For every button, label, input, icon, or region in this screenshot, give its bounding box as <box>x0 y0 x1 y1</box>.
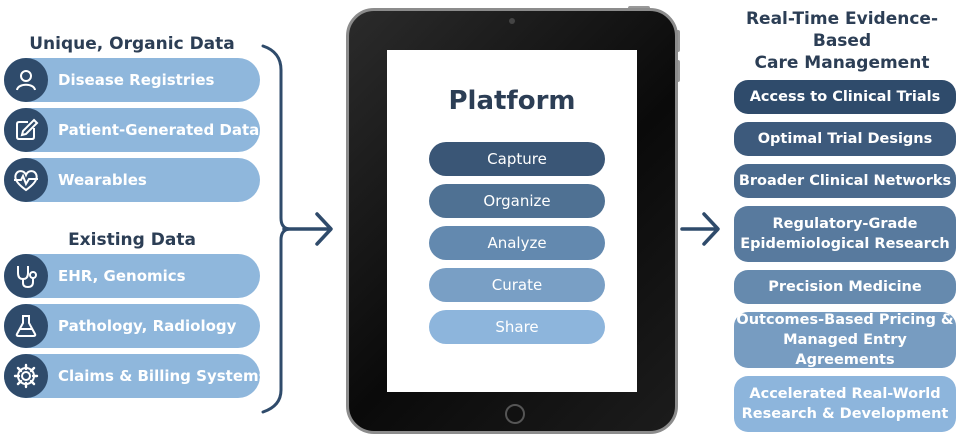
outcome-label: Optimal Trial Designs <box>757 131 933 147</box>
wearables-label: Wearables <box>58 171 147 189</box>
right-title-line1: Real-Time Evidence-Based <box>745 9 939 51</box>
tablet-side-button <box>676 60 680 82</box>
tablet-side-button <box>676 30 680 52</box>
outcome-label-line1: Outcomes-Based Pricing & <box>736 312 954 328</box>
outcome-label-line1: Regulatory-Grade <box>772 216 918 232</box>
outcome-label-line2: Research & Development <box>741 406 949 422</box>
claims-billing-item: Claims & Billing Systems <box>4 354 268 398</box>
stethoscope-icon <box>4 254 48 298</box>
patient-generated-data-label: Patient-Generated Data <box>58 121 260 139</box>
disease-registries-item: Disease Registries <box>4 58 260 102</box>
ehr-genomics-label: EHR, Genomics <box>58 267 186 285</box>
outcome-optimal-trial-designs: Optimal Trial Designs <box>734 122 956 156</box>
heart-pulse-icon <box>4 158 48 202</box>
step-capture: Capture <box>429 142 605 176</box>
outcome-access-clinical-trials: Access to Clinical Trials <box>734 80 956 114</box>
right-column-title: Real-Time Evidence-Based Care Management <box>722 8 960 74</box>
left-arrow <box>282 212 333 246</box>
step-share: Share <box>429 310 605 344</box>
tablet-home-button <box>505 404 525 424</box>
existing-data-title: Existing Data <box>68 230 196 250</box>
platform-title: Platform <box>448 86 576 116</box>
tablet-camera <box>509 18 515 24</box>
flask-icon <box>4 304 48 348</box>
pathology-radiology-item: Pathology, Radiology <box>4 304 260 348</box>
outcome-label: Access to Clinical Trials <box>749 89 941 105</box>
outcome-label-line1: Accelerated Real-World <box>749 386 941 402</box>
outcome-label: Precision Medicine <box>768 279 922 295</box>
outcome-label-line2: Managed Entry Agreements <box>783 332 907 368</box>
outcome-outcomes-based-pricing: Outcomes-Based Pricing & Managed Entry A… <box>734 312 956 368</box>
patient-generated-data-item: Patient-Generated Data <box>4 108 260 152</box>
disease-registries-label: Disease Registries <box>58 71 215 89</box>
claims-billing-label: Claims & Billing Systems <box>58 367 268 385</box>
right-title-line2: Care Management <box>754 53 930 73</box>
unique-organic-data-title: Unique, Organic Data <box>29 34 235 54</box>
outcome-regulatory-grade-research: Regulatory-Grade Epidemiological Researc… <box>734 206 956 262</box>
step-analyze: Analyze <box>429 226 605 260</box>
step-organize: Organize <box>429 184 605 218</box>
step-curate: Curate <box>429 268 605 302</box>
right-arrow <box>680 212 720 246</box>
person-icon <box>4 58 48 102</box>
pathology-radiology-label: Pathology, Radiology <box>58 317 237 335</box>
outcome-accelerated-real-world: Accelerated Real-World Research & Develo… <box>734 376 956 432</box>
outcome-broader-clinical-networks: Broader Clinical Networks <box>734 164 956 198</box>
gear-icon <box>4 354 48 398</box>
ehr-genomics-item: EHR, Genomics <box>4 254 260 298</box>
outcome-label-line2: Epidemiological Research <box>740 236 950 252</box>
edit-icon <box>4 108 48 152</box>
outcome-label: Broader Clinical Networks <box>738 173 952 189</box>
wearables-item: Wearables <box>4 158 260 202</box>
outcome-precision-medicine: Precision Medicine <box>734 270 956 304</box>
